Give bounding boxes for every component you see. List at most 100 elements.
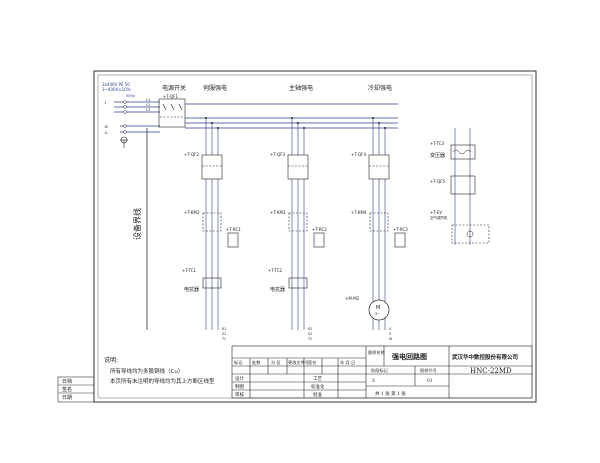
tb-code-label: 图样代号: [420, 367, 437, 374]
tb-row-label: 审核: [235, 391, 244, 398]
notes-line-2: 本页所有未注明的导线均为其上方断区线型: [110, 377, 215, 385]
branch-terminal-label: T2: [307, 337, 312, 341]
transformer-section: +T-TC3 变压器 +T-QF5 +T-EV 空气调节机: [430, 128, 490, 245]
fan-tag: +T-EV: [430, 210, 442, 215]
tb-model: HNC-22MD: [470, 367, 512, 375]
branch-breaker-symbol: [287, 154, 309, 180]
motor-phase: 3~: [375, 312, 380, 316]
branch-contactor-tag: +T-KM3: [270, 210, 286, 215]
branch-rc-tag: +T-RC1: [226, 227, 241, 232]
fan-box: [451, 224, 490, 244]
branch-reactor-tag: +T-TC2: [268, 268, 283, 273]
transformer-symbol: [450, 144, 476, 160]
branch-breaker-symbol: [368, 154, 390, 180]
branch-contactor-symbol: [369, 212, 389, 232]
left-box-label: 日期: [62, 395, 72, 401]
branch-rc-tag: +T-RC2: [312, 227, 327, 232]
transformer-breaker-tag: +T-QF5: [430, 179, 445, 184]
title-block-text: 标记 处数 分 区 更改文件号 签名 年 月 日 设计 制图 审核 工艺 标准化…: [234, 349, 518, 398]
branch-terminal-label: V: [389, 332, 392, 336]
supply-spec-2: 3~400V±10%: [102, 87, 131, 92]
supply-spec-3: 50Hz: [126, 94, 135, 98]
junction-dot: [378, 122, 380, 124]
section-header-coolant-power: 冷却强电: [368, 84, 392, 92]
tb-col-header: 处数: [252, 359, 261, 366]
tb-col-header: 分 区: [271, 359, 281, 366]
side-label: 1L: [104, 131, 108, 135]
branch-motor-tag: +M-M2: [345, 296, 360, 301]
tb-drawing-name: 强电回路图: [392, 352, 427, 361]
junction-dot: [205, 117, 207, 119]
branch-terminal-label: R1: [222, 327, 226, 331]
tb-col-header: 年 月 日: [340, 359, 355, 366]
junction-dot: [211, 122, 213, 124]
tb-col-header: 更改文件号: [288, 359, 309, 366]
junction-dot: [303, 127, 305, 129]
branch-contactor-symbol: [202, 212, 222, 232]
branch-device-label: 电抗器: [184, 286, 199, 293]
branch-breaker-symbol: [201, 154, 223, 180]
branch-terminal-label: S2: [308, 332, 312, 336]
phase-label: L2: [146, 103, 150, 107]
branch-reactor-symbol: [202, 277, 222, 289]
main-breaker-tag: +T-QF1: [163, 94, 178, 99]
tb-drawing-name-label: 图样名称: [368, 349, 385, 356]
junction-dot: [217, 127, 219, 129]
motor-symbol: [368, 299, 390, 321]
phase-labels: L1 L2 L3: [146, 98, 150, 112]
junction-dot: [297, 122, 299, 124]
terminal-dots: [123, 100, 127, 134]
notes-heading: 说明:: [104, 356, 118, 364]
branch-rc-tag: +T-RC3: [393, 227, 408, 232]
tb-sheet-code: 01: [427, 378, 433, 384]
side-label: 1: [104, 101, 106, 105]
tb-company: 武汉华中数控股份有限公司: [452, 353, 518, 361]
branch-terminal-label: R2: [308, 327, 312, 331]
branch-contactor-tag: +T-KM2: [184, 210, 200, 215]
drawing-frame-inner: [97, 74, 533, 399]
tb-stage-label: 阶段标记: [371, 367, 389, 374]
phase-label: L3: [146, 108, 150, 112]
main-breaker-qf1: [158, 98, 186, 128]
section-header-spindle-power: 主轴强电: [289, 84, 313, 92]
phase-label: L1: [146, 98, 150, 102]
branch-contactor-tag: +T-KM4: [351, 210, 367, 215]
branch-terminal-label: S1: [222, 332, 226, 336]
tb-col-header: 标记: [234, 359, 243, 366]
section-header-power-switch: 电源开关: [162, 84, 186, 92]
side-small-labels: 1 1E 1L: [104, 101, 108, 135]
junction-dot: [291, 117, 293, 119]
branch-device-label: 电抗器: [270, 286, 285, 293]
tb-stage: S: [372, 378, 375, 384]
supply-spec: 3x400V PE 50 3~400V±10% 50Hz: [102, 82, 135, 98]
notes-line-1: 所有导线均为多股铜线（Cu）: [110, 367, 183, 375]
section-header-servo-power: 伺服强电: [203, 84, 227, 92]
branch-breaker-tag: +T-QF4: [351, 152, 366, 157]
branch-reactor-symbol: [288, 277, 308, 289]
branch-rc-symbol: [394, 232, 406, 248]
junction-dot: [384, 127, 386, 129]
transformer-tag: +T-TC3: [430, 141, 445, 146]
left-box-label: 签名: [62, 386, 72, 393]
tb-mid-label: 标准化: [311, 383, 325, 390]
branch-terminal-label: U: [389, 327, 392, 331]
transformer-label: 变压器: [430, 152, 445, 159]
tb-col-header: 签名: [308, 359, 316, 366]
transformer-breaker-symbol: [450, 175, 476, 195]
junction-dot: [372, 117, 374, 119]
branch-rc-symbol: [313, 232, 325, 248]
title-block: [231, 345, 533, 399]
branch-terminal-label: T1: [221, 337, 226, 341]
incoming-feed: [114, 101, 160, 133]
main-busbars: [185, 103, 398, 129]
tb-row-label: 制图: [235, 383, 244, 390]
side-label: 1E: [104, 125, 108, 129]
ground-symbol: [120, 136, 128, 148]
branch-contactor-symbol: [288, 212, 308, 232]
fan-label: 空气调节机: [430, 215, 448, 220]
tb-sheets: 共 1 张 第 1 张: [375, 390, 406, 397]
